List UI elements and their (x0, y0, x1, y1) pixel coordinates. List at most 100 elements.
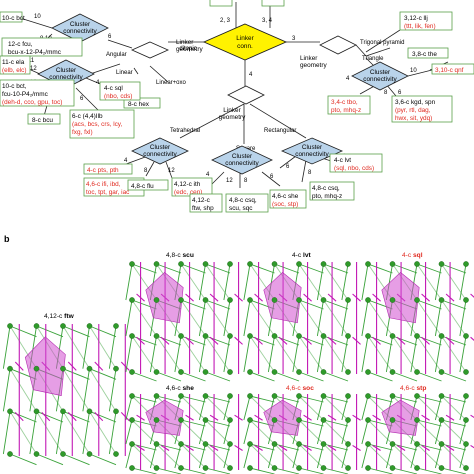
structure-title-soc: 4,6-c soc (286, 385, 314, 392)
svg-text:connectivity: connectivity (143, 151, 177, 158)
box-4-8c-flu (127, 179, 169, 191)
structure-soc: 4,6-c soc (243, 385, 361, 474)
svg-text:6: 6 (286, 164, 290, 170)
svg-text:12: 12 (30, 66, 37, 72)
svg-text:8: 8 (244, 178, 248, 184)
svg-text:4: 4 (346, 76, 350, 82)
cluster-diamond-tetrahedral: Cluster connectivity (131, 137, 189, 165)
structure-scu: 4,8-c scu (125, 252, 243, 382)
svg-text:6-c (4,4)Ilb: 6-c (4,4)Ilb (72, 113, 103, 120)
edge-label-2-3: 2, 3 (220, 18, 231, 24)
svg-text:4: 4 (96, 80, 100, 86)
svg-text:connectivity: connectivity (363, 76, 397, 83)
svg-text:4,12-c: 4,12-c (192, 197, 211, 204)
svg-text:8: 8 (308, 170, 312, 176)
box-3-4c-tbo (327, 95, 371, 115)
svg-text:scu, sqc: scu, sqc (229, 205, 253, 212)
structure-title-sql: 4-c sql (402, 252, 423, 259)
box-11c-ela (0, 55, 31, 75)
box-8c-hex (123, 97, 161, 109)
linear-oxo-label: Linear+oxo (156, 80, 187, 86)
svg-text:4,12-c ith: 4,12-c ith (174, 181, 201, 188)
panel-b-label: b (4, 234, 10, 244)
svg-text:(deh-d, cco, gpu, toc): (deh-d, cco, gpu, toc) (2, 99, 62, 106)
svg-text:3,10-c qnf: 3,10-c qnf (435, 67, 464, 74)
svg-text:12-c fcu,: 12-c fcu, (8, 41, 33, 48)
nodes-ftw (7, 323, 119, 457)
svg-text:(nbo, cds): (nbo, cds) (104, 93, 132, 100)
svg-text:Linker: Linker (300, 55, 318, 62)
box-3-6c-kgd (391, 95, 453, 123)
svg-text:connectivity: connectivity (295, 151, 329, 158)
top-box-left (209, 0, 233, 7)
edge-label-3: 3 (292, 36, 296, 42)
svg-text:8-c bcu: 8-c bcu (32, 117, 53, 124)
polyhedron-she (145, 399, 184, 436)
linker-connectivity-diamond: Linker conn. (202, 23, 288, 61)
linear-label: Linear (116, 70, 133, 76)
svg-text:(soc, stp): (soc, stp) (272, 201, 298, 208)
edge-10-top: 10 (34, 14, 41, 20)
polyhedron-soc (263, 399, 302, 436)
linker-geometry-center: Linker geometry (219, 85, 265, 121)
structure-stp: 4,6-c stp (361, 385, 474, 474)
tetrahedral-label: Tetrahedral (170, 128, 200, 134)
trigonal-pyramid-label: Trigonal pyramid (360, 40, 404, 46)
cluster-diamond-rectangular: Cluster connectivity (280, 137, 344, 165)
bonds-she (125, 394, 243, 474)
box-4c-sql (99, 81, 141, 101)
svg-text:fcu-10-P4₂/mmc: fcu-10-P4₂/mmc (2, 91, 49, 98)
structure-title-scu: 4,8-c scu (166, 252, 194, 259)
svg-text:bcu-x-12-P4₂/mmc: bcu-x-12-P4₂/mmc (8, 49, 62, 56)
svg-text:4,8-c flu: 4,8-c flu (131, 183, 154, 190)
linker-label-1: Linker (236, 35, 254, 42)
bonds-lvt (243, 262, 361, 382)
structure-title-stp: 4,6-c stp (400, 385, 426, 392)
cluster-diamond-right: Cluster connectivity (351, 61, 409, 91)
svg-text:(edc, cen): (edc, cen) (174, 189, 202, 196)
structure-ftw: 4,12-c ftw (2, 313, 130, 466)
nodes-stp (365, 393, 469, 471)
svg-text:connectivity: connectivity (49, 74, 83, 81)
svg-text:(sql, nbo, cds): (sql, nbo, cds) (334, 165, 374, 172)
box-8c-bcu (27, 113, 61, 125)
svg-text:11: 11 (28, 58, 35, 64)
edge-label-3-4: 3, 4 (262, 18, 273, 24)
polyhedron-sql (381, 272, 420, 324)
box-3-8c-the (407, 47, 449, 59)
linker-geometry-left: Linker geometry (131, 39, 203, 59)
svg-text:10: 10 (410, 68, 417, 74)
nodes-scu (129, 261, 233, 375)
svg-text:connectivity: connectivity (225, 160, 259, 167)
svg-text:geometry: geometry (300, 62, 327, 69)
structure-lvt: 4-c lvt (243, 252, 361, 382)
top-box-right (261, 0, 285, 7)
structure-she: 4,6-c she (125, 385, 243, 474)
polyhedron-scu (145, 272, 184, 324)
rectangular-label: Rectangular (264, 128, 296, 134)
bonds-soc (243, 394, 361, 474)
svg-text:4: 4 (206, 172, 210, 178)
svg-text:Cluster: Cluster (302, 144, 323, 151)
svg-text:4-c sql: 4-c sql (104, 85, 123, 92)
box-3-10c-qnf (431, 63, 474, 75)
svg-text:Linker: Linker (176, 39, 194, 46)
svg-text:geometry: geometry (219, 114, 246, 121)
box-6c-llb (69, 109, 135, 139)
svg-text:8: 8 (144, 168, 148, 174)
svg-text:Cluster: Cluster (70, 21, 91, 28)
svg-text:Cluster: Cluster (370, 69, 391, 76)
triangle-label: Triangle (362, 56, 384, 62)
svg-text:(ttt, lik, fen): (ttt, lik, fen) (404, 23, 436, 30)
svg-text:4,8-c csq,: 4,8-c csq, (229, 197, 257, 204)
polyhedron-ftw (24, 336, 66, 396)
svg-text:4: 4 (124, 158, 128, 164)
svg-text:6: 6 (398, 90, 402, 96)
svg-text:ftw, shp: ftw, shp (192, 205, 214, 212)
svg-text:8: 8 (384, 90, 388, 96)
svg-text:(pyr, rtl, dag,: (pyr, rtl, dag, (395, 107, 431, 114)
box-4-8c-csq (225, 193, 269, 213)
nodes-soc (247, 393, 351, 471)
